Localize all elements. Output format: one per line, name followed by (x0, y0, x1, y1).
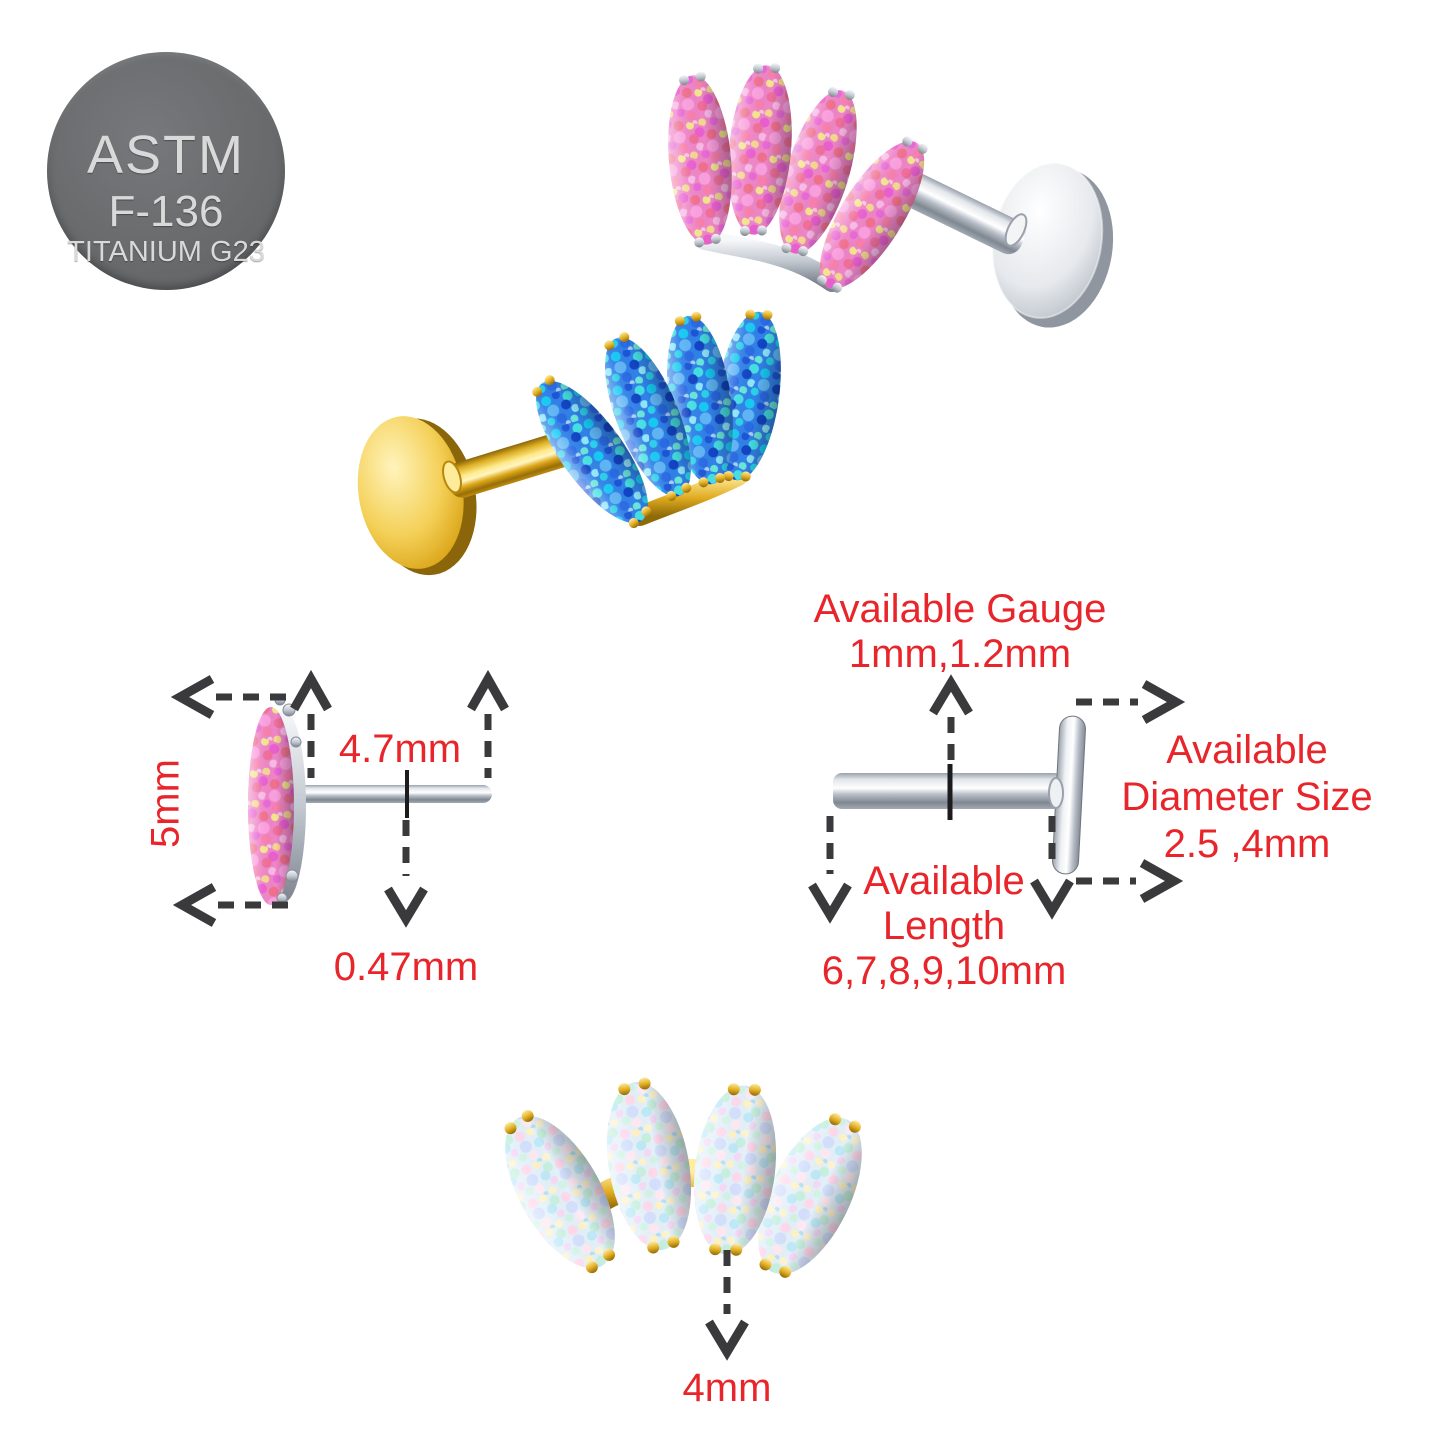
blue-opal-labret-photo (357, 304, 791, 576)
available-length-line2: Length (882, 904, 1006, 948)
available-gauge-values: 1mm,1.2mm (848, 632, 1072, 676)
available-length-block: Available Length 6,7,8,9,10mm (794, 859, 1094, 994)
stud-height-label: 5mm (143, 759, 188, 848)
available-gauge-block: Available Gauge 1mm,1.2mm (760, 587, 1160, 677)
post-gauge-label: 0.47mm (333, 945, 479, 989)
material-badge: ASTM F-136 TITANIUM G23 (47, 52, 285, 290)
badge-material-text: TITANIUM G23 (67, 236, 265, 268)
available-diameter-values: 2.5 ,4mm (1163, 822, 1331, 866)
pink-opal-labret-photo (661, 59, 1114, 328)
badge-standard-text: ASTM (86, 125, 245, 185)
white-opal-cluster-photo (481, 1072, 885, 1292)
badge-grade-text: F-136 (108, 187, 224, 236)
stud-side-view-diagram (248, 694, 492, 905)
arrow-dash-lines (216, 693, 1138, 1314)
arrow-heads (170, 669, 1186, 1361)
available-diameter-block: Available Diameter Size 2.5 ,4mm (1097, 727, 1397, 868)
dimension-arrows (170, 669, 1186, 1361)
post-length-label: 4.7mm (338, 727, 462, 771)
labret-post-diagram (833, 715, 1086, 875)
available-length-line1: Available (863, 859, 1025, 903)
cluster-width-label: 4mm (682, 1366, 772, 1410)
available-length-values: 6,7,8,9,10mm (821, 949, 1067, 993)
available-diameter-line1: Available (1166, 728, 1328, 772)
available-gauge-title: Available Gauge (813, 587, 1107, 631)
available-diameter-line2: Diameter Size (1121, 775, 1373, 819)
